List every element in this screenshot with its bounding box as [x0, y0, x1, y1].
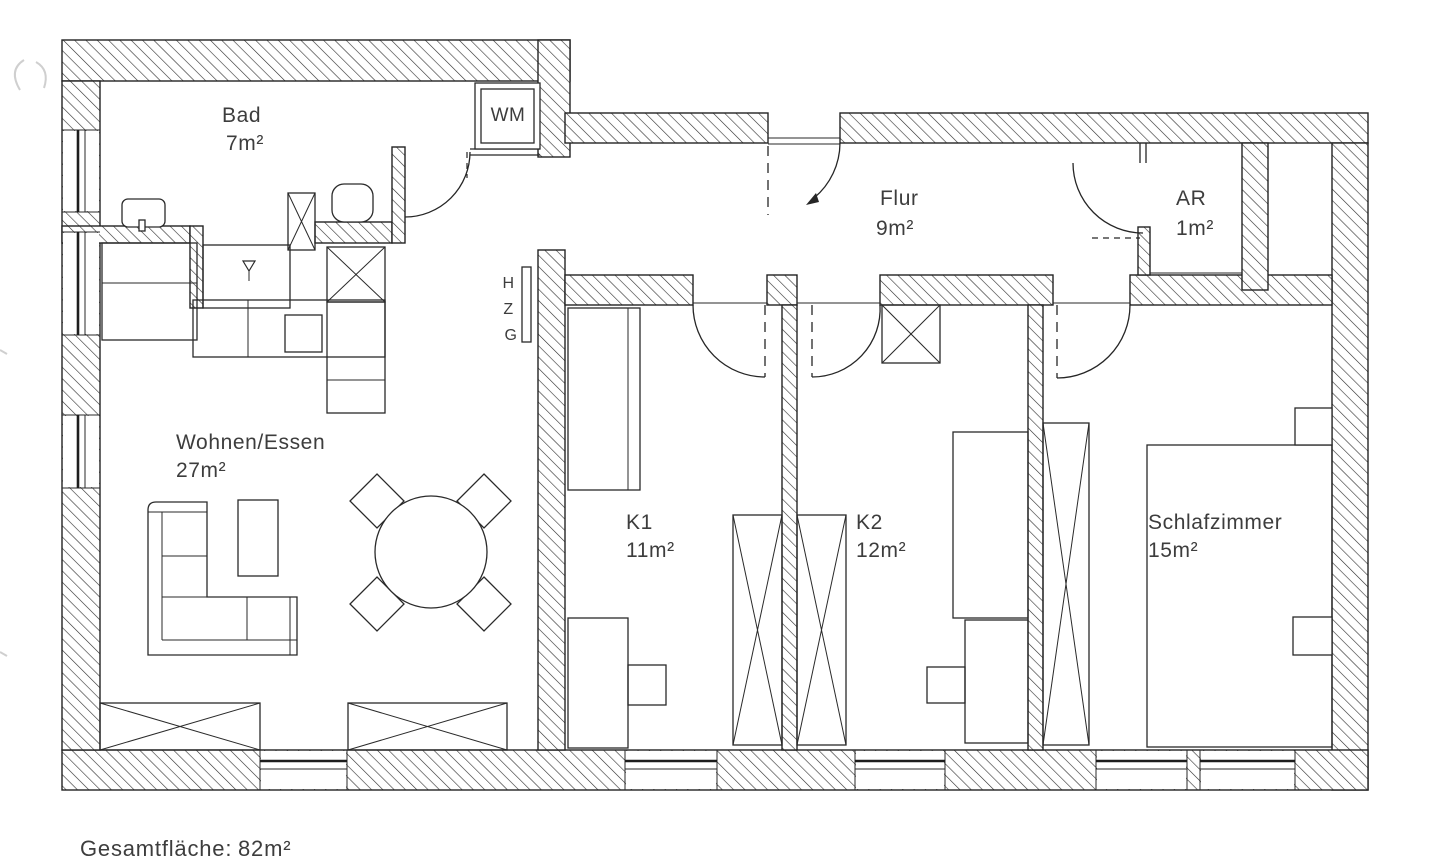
- washing-machine-label: WM: [491, 105, 526, 126]
- bed-k1: [567, 307, 641, 491]
- scan-artifact: [0, 59, 47, 657]
- wardrobe: [732, 514, 783, 746]
- shower: [202, 244, 291, 309]
- radiator: [347, 702, 508, 751]
- room-label-k1: K1 11m²: [626, 511, 675, 562]
- bathroom-fixtures: [121, 82, 541, 309]
- room-area: 27m²: [176, 459, 226, 482]
- room-label-ar: AR 1m²: [1176, 187, 1214, 240]
- window: [62, 231, 100, 336]
- bad-door: [404, 151, 471, 218]
- room-area: 12m²: [856, 539, 906, 562]
- radiator-hzg: H Z G: [502, 266, 532, 344]
- entrance-door: [767, 137, 841, 215]
- room-label-bad: Bad 7m²: [222, 104, 264, 155]
- kitchen-counter: [101, 242, 198, 341]
- k2-furniture: [796, 304, 1029, 746]
- room-area: 11m²: [626, 539, 675, 562]
- dining-set: [349, 473, 512, 632]
- chair: [627, 664, 667, 706]
- window: [259, 750, 348, 790]
- room-name: K2: [856, 511, 883, 534]
- room-label-k2: K2 12m²: [856, 511, 906, 562]
- total-area-label: Gesamtfläche:: [80, 836, 232, 861]
- wardrobe: [796, 514, 847, 746]
- nightstand: [1294, 407, 1333, 446]
- stove: [284, 314, 323, 353]
- fridge: [326, 246, 386, 303]
- k2-door: [811, 304, 881, 378]
- room-name: AR: [1176, 187, 1206, 210]
- dining-table: [374, 495, 488, 609]
- window: [624, 750, 718, 790]
- coffee-table: [237, 499, 279, 577]
- doors: [404, 137, 1144, 379]
- window: [62, 414, 100, 489]
- sofa: [147, 501, 298, 656]
- shaft: [881, 304, 941, 364]
- schlafzimmer-door: [1056, 304, 1131, 379]
- room-area: 15m²: [1148, 539, 1198, 562]
- entrance-arrow-icon: [806, 193, 819, 205]
- schlafzimmer-furniture: [1042, 407, 1333, 748]
- bath-cabinet: [287, 192, 316, 251]
- room-label-wohnen: Wohnen/Essen 27m²: [176, 431, 325, 482]
- room-area: 7m²: [226, 132, 264, 155]
- radiator: [99, 702, 261, 751]
- total-area-value: 82m²: [238, 836, 291, 861]
- room-area: 9m²: [876, 217, 914, 240]
- hzg-label: H Z G: [502, 275, 519, 344]
- window: [1199, 750, 1296, 790]
- wardrobe: [1042, 422, 1090, 746]
- room-labels: Bad 7m² WM Flur 9m² AR 1m² Wohnen/Essen …: [176, 104, 1282, 562]
- window: [1095, 750, 1188, 790]
- room-label-flur: Flur 9m²: [876, 187, 919, 240]
- window: [62, 129, 100, 213]
- room-name: Schlafzimmer: [1148, 511, 1282, 534]
- room-name: K1: [626, 511, 653, 534]
- bed-double: [1146, 444, 1333, 748]
- total-area: Gesamtfläche: 82m²: [80, 836, 291, 861]
- k1-furniture: [567, 307, 783, 749]
- ar-door: [1072, 162, 1144, 239]
- k1-door: [692, 304, 766, 378]
- chair: [926, 666, 966, 704]
- washing-machine: [474, 82, 541, 150]
- sink: [121, 198, 166, 232]
- windows: [62, 129, 1296, 790]
- room-area: 1m²: [1176, 217, 1214, 240]
- nightstand: [1292, 616, 1333, 656]
- kitchen-units: [101, 242, 386, 414]
- room-name: Bad: [222, 104, 261, 127]
- window: [854, 750, 946, 790]
- living-room-furniture: [99, 473, 512, 751]
- toilet: [331, 183, 374, 223]
- room-name: Wohnen/Essen: [176, 431, 325, 454]
- room-name: Flur: [880, 187, 919, 210]
- room-label-schlafzimmer: Schlafzimmer 15m²: [1148, 511, 1282, 562]
- bed-k2: [952, 431, 1029, 619]
